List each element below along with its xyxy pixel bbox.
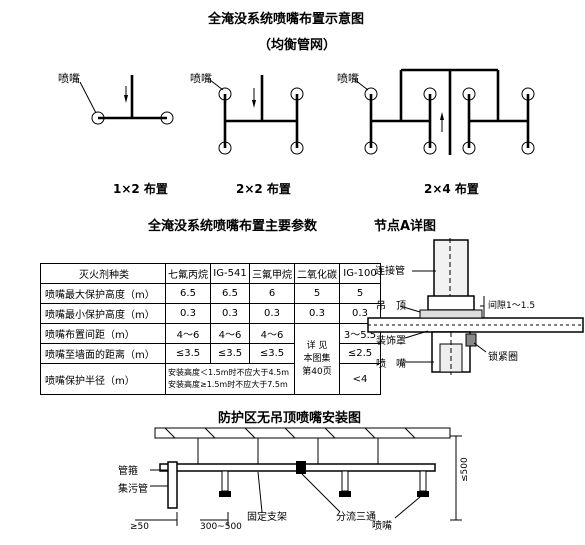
- layout-1x2: [79, 75, 174, 125]
- nozzle-label-1: 喷嘴: [58, 72, 80, 85]
- sub-title: （均衡管网）: [258, 38, 337, 53]
- radius-note-line: 安装高度＜1.5m时不应大于4.5m: [168, 368, 290, 377]
- radius-note-line: 安装高度≥1.5m时不应大于7.5m: [168, 380, 288, 389]
- params-table: 灭火剂种类 七氟丙烷 IG-541 三氟甲烷 二氧化碳 IG-100 喷嘴最大保…: [40, 263, 381, 395]
- co2-note-line: 第40页: [302, 366, 332, 377]
- radius-note-cell: 安装高度＜1.5m时不应大于4.5m 安装高度≥1.5m时不应大于7.5m: [165, 363, 295, 395]
- layout-label-2x4: 2×4 布置: [424, 182, 479, 196]
- dim-height-label: ≤500: [460, 457, 470, 482]
- node-locknut-label: 锁紧圈: [488, 352, 518, 363]
- node-connector-label: 连接管: [375, 266, 405, 277]
- dim-left-label: ≥50: [130, 522, 149, 532]
- node-detail-title: 节点A详图: [374, 219, 437, 234]
- params-title: 全淹没系统喷嘴布置主要参数: [148, 219, 318, 234]
- co2-note-line: 详 见: [306, 340, 328, 351]
- install-title: 防护区无吊顶喷嘴安装图: [218, 411, 362, 426]
- install-support-label: 固定支架: [247, 512, 287, 523]
- node-ceiling-label: 吊 顶: [376, 301, 406, 312]
- co2-note-cell: 详 见 本图集 第40页: [294, 323, 340, 395]
- nozzle-label-2: 喷嘴: [190, 72, 212, 85]
- node-nozzle-label: 喷 嘴: [376, 359, 406, 370]
- install-dirt-pipe-label: 集污管: [118, 484, 148, 495]
- node-trim-label: 装饰罩: [376, 336, 406, 347]
- co2-note-line: 本图集: [303, 353, 331, 364]
- nozzle-label-3: 喷嘴: [337, 72, 359, 85]
- main-title: 全淹没系统喷嘴布置示意图: [208, 12, 365, 27]
- install-tee-label: 分流三通: [336, 512, 376, 523]
- layout-label-1x2: 1×2 布置: [113, 182, 168, 196]
- row-label: 喷嘴保护半径（m）: [40, 363, 166, 395]
- table-cell: <4: [339, 363, 381, 395]
- layout-2x2: [209, 75, 304, 155]
- layout-2x4: [354, 68, 535, 155]
- install-nozzle-label: 喷嘴: [372, 521, 392, 532]
- layout-label-2x2: 2×2 布置: [236, 182, 291, 196]
- dim-span-label: 300~500: [200, 522, 242, 532]
- install-clamp-label: 管箍: [118, 466, 138, 477]
- node-gap-label: 间隙1～1.5: [488, 301, 536, 311]
